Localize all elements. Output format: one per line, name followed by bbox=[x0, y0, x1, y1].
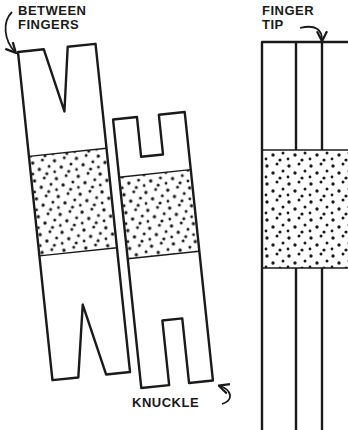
leader-arrow bbox=[220, 386, 230, 404]
between-fingers-bandage bbox=[18, 44, 130, 380]
leader-arrow bbox=[6, 12, 15, 52]
knuckle-bandage bbox=[113, 112, 213, 388]
part-label: BETWEEN FINGERS bbox=[18, 4, 98, 33]
part-label: KNUCKLE bbox=[132, 396, 222, 410]
finger-tip-bandage bbox=[262, 42, 348, 430]
part-label: FINGER TIP bbox=[262, 4, 328, 33]
leader-arrow bbox=[300, 27, 322, 40]
